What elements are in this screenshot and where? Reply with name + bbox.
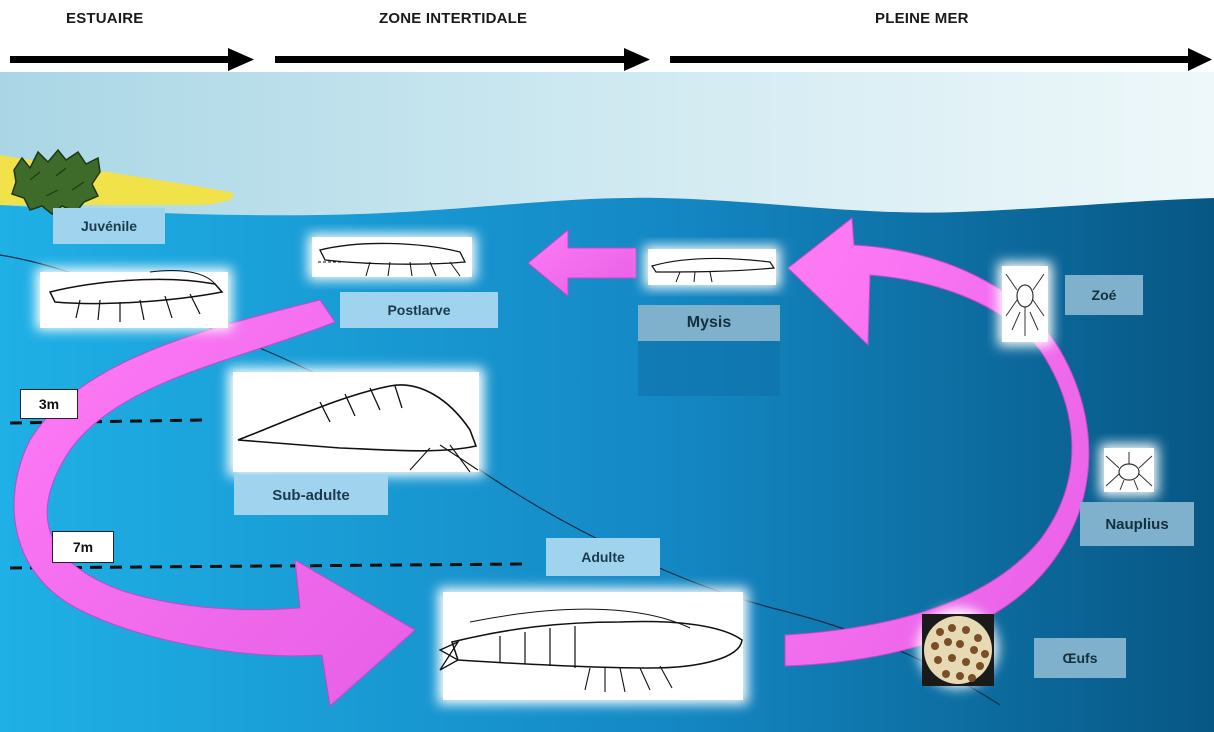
zone-arrow-intertidale: [275, 48, 650, 71]
zone-label-pleine-mer: PLEINE MER: [875, 10, 969, 27]
card-oeufs: [918, 608, 998, 688]
card-mysis: [644, 246, 780, 288]
zone-arrow-estuaire: [10, 48, 254, 71]
card-zoe: [998, 262, 1052, 346]
card-sub-adulte: [228, 368, 484, 476]
zone-arrow-pleine-mer: [670, 48, 1212, 71]
zone-label-estuaire: ESTUAIRE: [66, 10, 143, 27]
stage-label-zoe: Zoé: [1065, 275, 1143, 315]
card-adulte: [438, 588, 748, 704]
mysis-shadow: [638, 338, 780, 396]
depth-marker-7m: 7m: [52, 531, 114, 563]
stage-label-juvenile: Juvénile: [53, 208, 165, 244]
card-nauplius: [1100, 444, 1158, 496]
card-postlarve: [308, 234, 476, 280]
stage-label-oeufs: Œufs: [1034, 638, 1126, 678]
stage-label-adulte: Adulte: [546, 538, 660, 576]
stage-label-nauplius: Nauplius: [1080, 502, 1194, 546]
depth-marker-3m: 3m: [20, 389, 78, 419]
stage-label-sub-adulte: Sub-adulte: [234, 475, 388, 515]
zone-label-intertidale: ZONE INTERTIDALE: [379, 10, 527, 27]
stage-label-postlarve: Postlarve: [340, 292, 498, 328]
stage-label-mysis: Mysis: [638, 305, 780, 341]
card-juvenile: [36, 268, 232, 330]
